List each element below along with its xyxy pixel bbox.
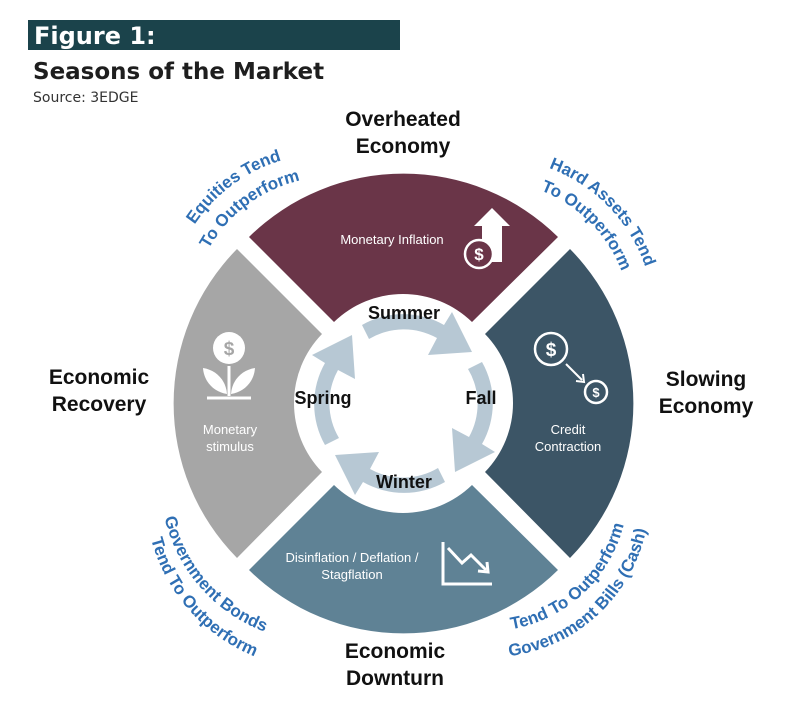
figure-label: Figure 1: (34, 22, 156, 50)
dollar-up-arrow-icon: $ (463, 208, 510, 270)
dollar-shrink-icon: $ $ (533, 331, 609, 405)
svg-text:$: $ (546, 340, 557, 361)
season-winter: Winter (376, 472, 432, 492)
fall-caption-line2: Contraction (535, 439, 601, 454)
winter-caption-line1: Disinflation / Deflation / (286, 550, 419, 565)
summer-caption: Monetary Inflation (340, 232, 443, 247)
winter-quadrant (249, 485, 558, 634)
svg-text:$: $ (224, 339, 235, 360)
spring-quadrant (173, 249, 322, 558)
winter-caption-line2: Stagflation (321, 567, 382, 582)
arrow-spring-to-summer (312, 335, 355, 445)
label-recovery-line2: Recovery (52, 393, 147, 416)
label-downturn-line2: Downturn (346, 667, 444, 690)
label-overheated-line1: Overheated (345, 108, 461, 131)
season-fall: Fall (465, 388, 496, 408)
svg-text:$: $ (592, 385, 600, 400)
label-recovery-line1: Economic (49, 366, 150, 389)
spring-caption-line2: stimulus (206, 439, 254, 454)
label-slowing-line1: Slowing (666, 368, 747, 391)
down-trend-chart-icon (441, 542, 492, 586)
season-summer: Summer (368, 303, 440, 323)
fall-caption-line1: Credit (551, 422, 586, 437)
summer-quadrant (249, 173, 558, 322)
label-slowing-line2: Economy (659, 395, 754, 418)
gov-bonds-label-line2: Tend To Outperform (147, 535, 261, 660)
dollar-plant-icon: $ (203, 332, 255, 400)
spring-caption-line1: Monetary (203, 422, 258, 437)
figure-title: Seasons of the Market (33, 59, 325, 85)
season-spring: Spring (295, 388, 352, 408)
hard-assets-label-line1: Hard Assets Tend (547, 154, 659, 268)
arrow-summer-to-fall (362, 312, 472, 355)
figure-source: Source: 3EDGE (33, 90, 139, 106)
arrow-winter-to-spring (335, 452, 445, 495)
cycle-arrows (312, 312, 495, 495)
arrow-fall-to-winter (452, 362, 495, 472)
label-downturn-line1: Economic (345, 640, 446, 663)
fall-quadrant (485, 249, 634, 558)
label-overheated-line2: Economy (356, 135, 451, 158)
figure-banner: Figure 1: (28, 20, 400, 50)
svg-text:$: $ (474, 245, 484, 264)
